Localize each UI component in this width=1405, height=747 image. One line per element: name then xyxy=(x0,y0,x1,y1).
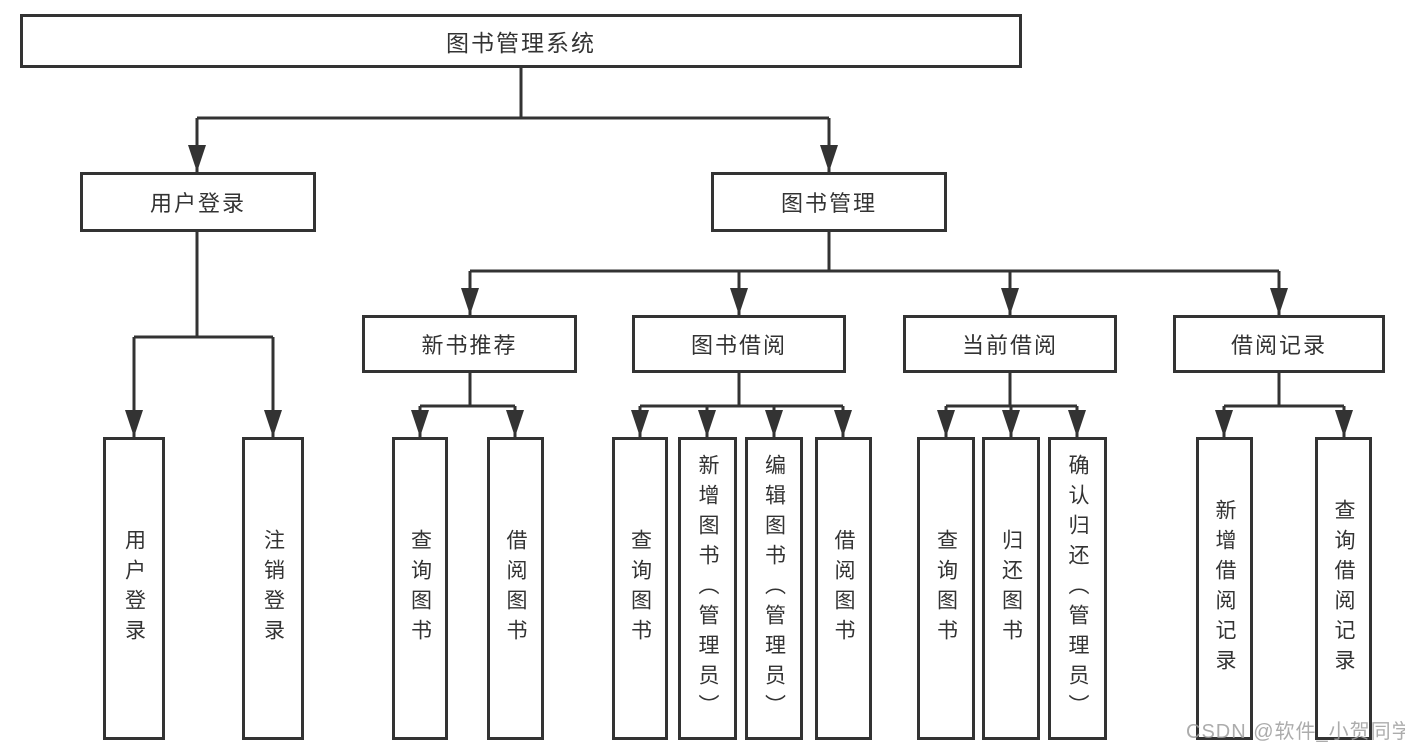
leaf-add-borrow-record: 新增借阅记录 xyxy=(1196,437,1253,740)
leaf-logout-label: 注销登录 xyxy=(261,528,285,649)
node-user-login-label: 用户登录 xyxy=(149,191,246,216)
leaf-confirm-return-admin: 确认归还（管理员） xyxy=(1048,437,1107,740)
leaf-query-books-current: 查询图书 xyxy=(917,437,975,740)
leaf-query-borrow-record-label: 查询借阅记录 xyxy=(1332,498,1355,679)
leaf-borrow-books-recommend: 借阅图书 xyxy=(487,437,544,740)
node-book-management-label: 图书管理 xyxy=(780,191,877,216)
leaf-confirm-return-admin-label: 确认归还（管理员） xyxy=(1066,453,1089,724)
leaf-add-books-admin: 新增图书（管理员） xyxy=(678,437,737,740)
leaf-add-books-admin-label: 新增图书（管理员） xyxy=(696,453,719,724)
leaf-edit-books-admin: 编辑图书（管理员） xyxy=(745,437,803,740)
node-book-management: 图书管理 xyxy=(711,172,947,232)
leaf-borrow-books: 借阅图书 xyxy=(815,437,872,740)
node-borrow-records-label: 借阅记录 xyxy=(1230,333,1327,358)
node-new-book-recommend-label: 新书推荐 xyxy=(421,333,518,358)
leaf-return-books: 归还图书 xyxy=(982,437,1040,740)
node-new-book-recommend: 新书推荐 xyxy=(362,315,577,373)
leaf-query-books-borrow-label: 查询图书 xyxy=(628,528,652,649)
leaf-user-login-label: 用户登录 xyxy=(122,528,146,649)
leaf-logout: 注销登录 xyxy=(242,437,304,740)
leaf-borrow-books-recommend-label: 借阅图书 xyxy=(504,528,527,649)
node-book-borrow-label: 图书借阅 xyxy=(690,333,787,358)
node-borrow-records: 借阅记录 xyxy=(1173,315,1385,373)
node-book-borrow: 图书借阅 xyxy=(632,315,846,373)
leaf-user-login: 用户登录 xyxy=(103,437,165,740)
node-current-borrow-label: 当前借阅 xyxy=(961,333,1058,358)
leaf-query-books-recommend: 查询图书 xyxy=(392,437,448,740)
node-library-management-system: 图书管理系统 xyxy=(20,14,1022,68)
leaf-query-books-borrow: 查询图书 xyxy=(612,437,668,740)
node-library-management-system-label: 图书管理系统 xyxy=(446,30,596,56)
leaf-add-borrow-record-label: 新增借阅记录 xyxy=(1213,498,1236,679)
leaf-borrow-books-label: 借阅图书 xyxy=(832,528,855,649)
leaf-query-borrow-record: 查询借阅记录 xyxy=(1315,437,1372,740)
csdn-watermark: CSDN @软件_小贺同学 xyxy=(1186,721,1405,743)
leaf-edit-books-admin-label: 编辑图书（管理员） xyxy=(762,453,786,724)
leaf-query-books-current-label: 查询图书 xyxy=(934,528,958,649)
leaf-query-books-recommend-label: 查询图书 xyxy=(408,528,432,649)
leaf-return-books-label: 归还图书 xyxy=(999,528,1023,649)
node-current-borrow: 当前借阅 xyxy=(903,315,1117,373)
node-user-login: 用户登录 xyxy=(80,172,316,232)
